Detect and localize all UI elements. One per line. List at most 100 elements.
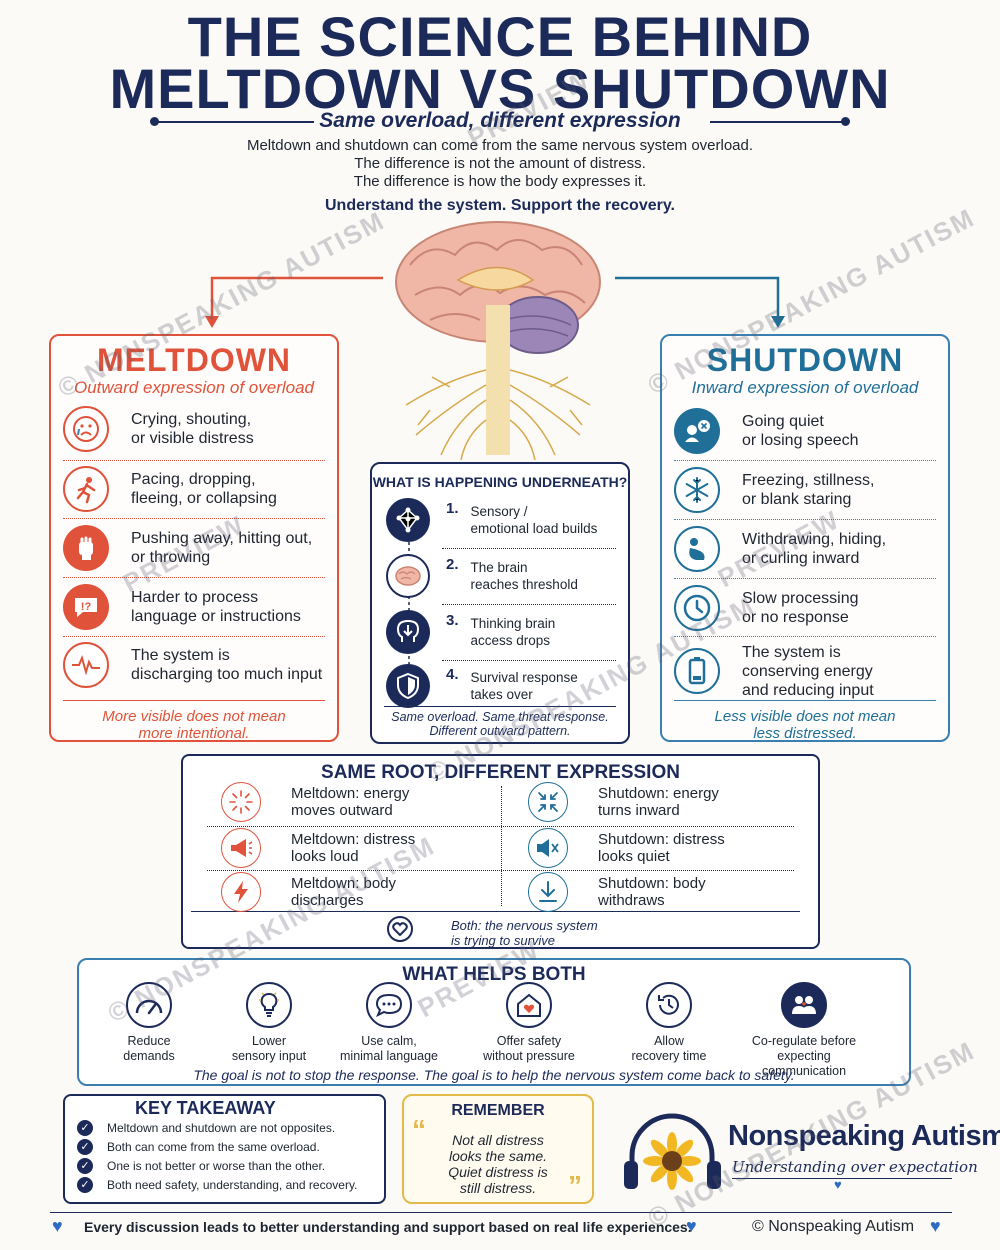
quote-close-icon: ” xyxy=(568,1170,582,1201)
heart-icon: ♥ xyxy=(834,1177,842,1192)
snowflake-icon xyxy=(674,467,720,513)
key-takeaway-item: ✓Meltdown and shutdown are not opposites… xyxy=(77,1120,335,1136)
quote-open-icon: “ xyxy=(412,1114,426,1145)
shutdown-title: SHUTDOWN xyxy=(706,342,904,378)
home-heart-icon xyxy=(506,982,552,1028)
intro-line-1: Meltdown and shutdown can come from the … xyxy=(246,137,754,154)
heart-icon: ♥ xyxy=(52,1216,63,1236)
help-item: Use calm,minimal language xyxy=(324,982,454,1064)
speech-bubble-icon xyxy=(366,982,412,1028)
lightning-icon xyxy=(221,872,261,912)
brain-illustration xyxy=(205,221,785,461)
meltdown-panel: MELTDOWN Outward expression of overload … xyxy=(49,334,339,742)
arrows-inward-icon xyxy=(528,782,568,822)
two-people-icon xyxy=(781,982,827,1028)
download-arrow-icon xyxy=(528,872,568,912)
page-title-line1: THE SCIENCE BEHIND xyxy=(187,5,813,68)
meltdown-item: Pushing away, hitting out,or throwing xyxy=(63,519,325,577)
recovery-clock-icon xyxy=(646,982,692,1028)
running-person-icon xyxy=(63,466,109,512)
lightbulb-icon xyxy=(246,982,292,1028)
step-connector xyxy=(408,524,410,694)
pulse-wave-icon xyxy=(63,642,109,688)
same-root-panel: SAME ROOT, DIFFERENT EXPRESSION Meltdown… xyxy=(181,754,820,949)
page-subtitle: Same overload, different expression xyxy=(319,109,681,132)
meltdown-title: MELTDOWN xyxy=(96,342,292,378)
underneath-footer: Same overload. Same threat response. Dif… xyxy=(391,710,609,738)
meltdown-item: Pacing, dropping,fleeing, or collapsing xyxy=(63,460,325,518)
underneath-step: 1. Sensory /emotional load builds xyxy=(386,494,616,546)
clock-icon xyxy=(674,585,720,631)
key-takeaway-item: ✓Both need safety, understanding, and re… xyxy=(77,1177,357,1193)
meltdown-footer: More visible does not mean more intentio… xyxy=(102,708,286,742)
heart-hands-icon xyxy=(387,916,413,942)
remember-panel: REMEMBER “ ” Not all distress looks the … xyxy=(402,1094,594,1204)
network-icon xyxy=(386,498,430,542)
intro-bold: Understand the system. Support the recov… xyxy=(324,197,675,214)
key-takeaway-item: ✓Both can come from the same overload. xyxy=(77,1139,320,1155)
check-icon: ✓ xyxy=(77,1177,93,1193)
same-root-title: SAME ROOT, DIFFERENT EXPRESSION xyxy=(321,762,680,783)
subtitle-bar: Same overload, different expression xyxy=(150,110,850,132)
key-takeaway-title: KEY TAKEAWAY xyxy=(135,1098,276,1118)
check-icon: ✓ xyxy=(77,1120,93,1136)
check-icon: ✓ xyxy=(77,1139,93,1155)
shutdown-item: Withdrawing, hiding,or curling inward xyxy=(674,520,936,578)
gauge-icon xyxy=(126,982,172,1028)
crying-face-icon xyxy=(63,406,109,452)
brand-name: Nonspeaking Autism xyxy=(728,1120,1000,1152)
brain-icon xyxy=(386,554,430,598)
helps-goal: The goal is not to stop the response. Th… xyxy=(193,1067,795,1083)
check-icon: ✓ xyxy=(77,1158,93,1174)
footer-copyright: © Nonspeaking Autism xyxy=(752,1218,915,1235)
heart-icon: ♥ xyxy=(930,1216,941,1236)
underneath-panel: WHAT IS HAPPENING UNDERNEATH? 1. Sensory… xyxy=(370,462,630,744)
muted-speech-icon xyxy=(674,408,720,454)
shield-icon xyxy=(386,664,430,708)
key-takeaway-panel: KEY TAKEAWAY ✓Meltdown and shutdown are … xyxy=(63,1094,386,1204)
heart-icon: ♥ xyxy=(686,1216,697,1236)
low-battery-icon xyxy=(674,648,720,694)
burst-icon xyxy=(221,782,261,822)
mute-speaker-icon xyxy=(528,828,568,868)
remember-title: REMEMBER xyxy=(451,1102,545,1119)
page-title-line2: MELTDOWN VS SHUTDOWN xyxy=(109,57,891,120)
remember-text: Not all distress looks the same. Quiet d… xyxy=(448,1132,548,1196)
footer-divider xyxy=(50,1212,952,1213)
key-takeaway-item: ✓One is not better or worse than the oth… xyxy=(77,1158,325,1174)
underneath-title: WHAT IS HAPPENING UNDERNEATH? xyxy=(372,474,628,490)
meltdown-subtitle: Outward expression of overload xyxy=(73,378,315,397)
head-down-arrow-icon xyxy=(386,610,430,654)
shutdown-panel: SHUTDOWN Inward expression of overload G… xyxy=(660,334,950,742)
footer-text: Every discussion leads to better underst… xyxy=(84,1219,692,1235)
svg-text:!?: !? xyxy=(81,601,92,613)
megaphone-icon xyxy=(221,828,261,868)
intro-line-3: The difference is how the body expresses… xyxy=(353,173,647,190)
confused-speech-icon: !? xyxy=(63,584,109,630)
fist-icon xyxy=(63,525,109,571)
meltdown-item: Crying, shouting,or visible distress xyxy=(63,400,325,458)
intro-line-2: The difference is not the amount of dist… xyxy=(354,155,646,172)
shutdown-footer: Less visible does not mean less distress… xyxy=(714,708,896,742)
curled-person-icon xyxy=(674,526,720,572)
